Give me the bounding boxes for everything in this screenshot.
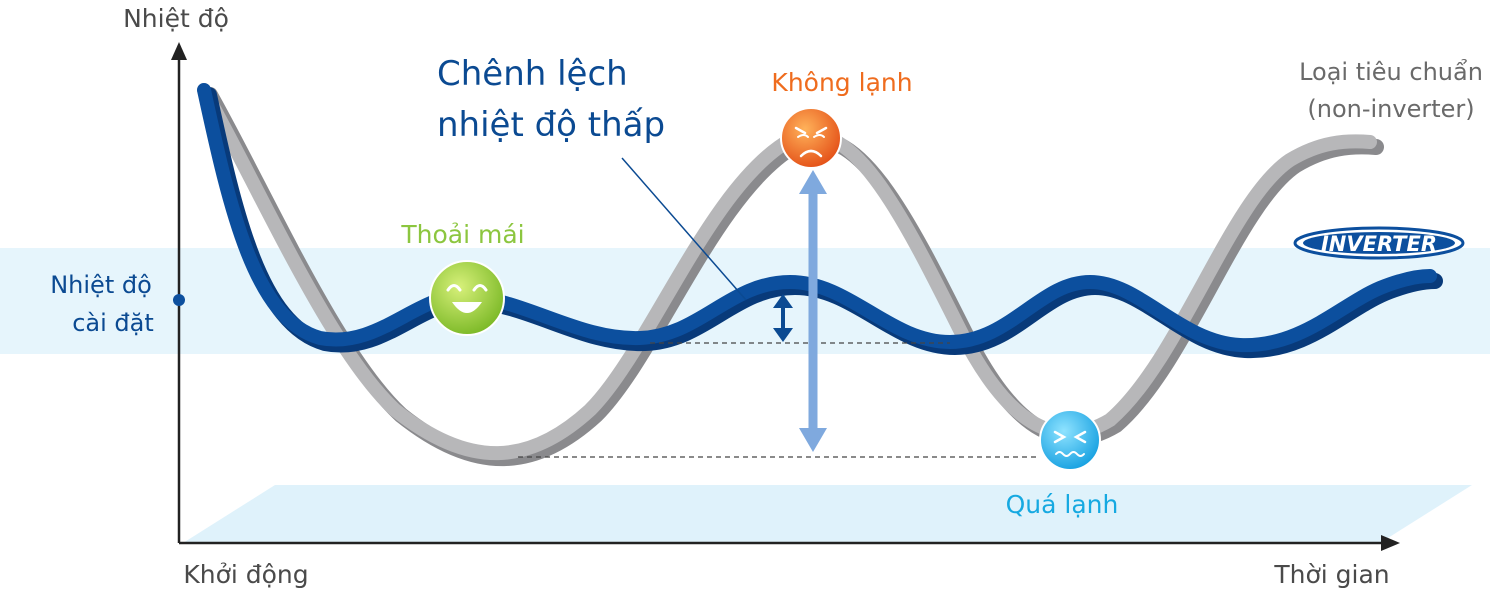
not-cold-face-icon [780, 107, 842, 169]
large-difference-arrow-top [799, 170, 827, 194]
too-cold-label: Quá lạnh [1006, 490, 1119, 519]
x-axis-label: Thời gian [1273, 560, 1389, 589]
comfortable-label: Thoải mái [400, 220, 524, 249]
inverter-badge: INVERTER [1293, 226, 1465, 260]
y-axis-label: Nhiệt độ [123, 4, 229, 33]
set-point-label-line2: cài đặt [72, 309, 154, 337]
set-point-marker [173, 294, 185, 306]
x-start-label: Khởi động [183, 560, 308, 589]
y-axis-arrowhead [171, 42, 187, 60]
inverter-badge-text: INVERTER [1321, 232, 1437, 256]
standard-legend-line2: (non-inverter) [1307, 95, 1474, 123]
small-difference-arrow-bottom [773, 328, 793, 342]
comfortable-face-icon [429, 260, 505, 336]
not-cold-label: Không lạnh [771, 68, 912, 97]
too-cold-face-icon [1039, 409, 1101, 471]
floor-plane [183, 485, 1472, 543]
low-difference-pointer-line [621, 157, 747, 301]
standard-legend-line1: Loại tiêu chuẩn [1299, 58, 1483, 86]
large-difference-arrow-bottom [799, 428, 827, 452]
low-difference-label-line1: Chênh lệch [437, 54, 628, 94]
small-difference-arrow-top [773, 294, 793, 308]
low-difference-label-line2: nhiệt độ thấp [437, 105, 665, 145]
x-axis-arrowhead [1381, 535, 1400, 551]
set-point-label-line1: Nhiệt độ [50, 271, 152, 299]
